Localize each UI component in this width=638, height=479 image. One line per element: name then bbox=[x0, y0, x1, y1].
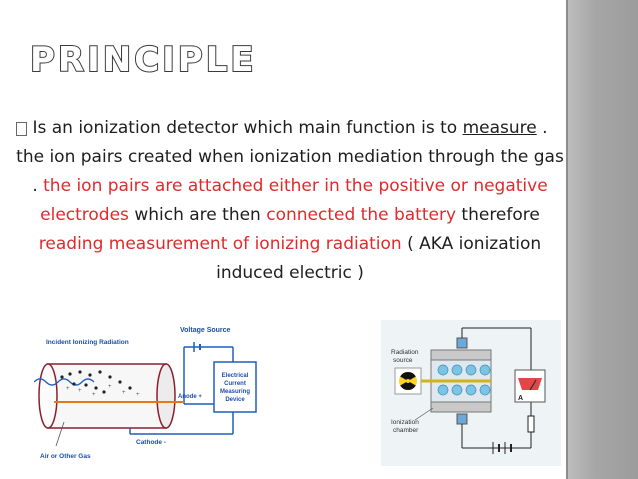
bullet-segment: measure bbox=[462, 118, 537, 138]
bullet-text: Is an ionization detector which main fun… bbox=[16, 118, 564, 283]
device-label-4: Device bbox=[225, 397, 245, 403]
ionization-detector-diagram: Voltage Source Electrical Current Measur… bbox=[34, 327, 257, 460]
svg-text:+: + bbox=[92, 392, 96, 398]
radiation-source-label-2: source bbox=[393, 357, 413, 364]
bullet-segment: . the ion pairs created when ionization … bbox=[16, 118, 564, 196]
anode-label: Anode + bbox=[178, 394, 202, 400]
svg-text:+: + bbox=[122, 390, 126, 396]
bullet-segment: ( AKA ionization induced electric ) bbox=[216, 234, 542, 283]
ionization-chamber-diagram: Radiation source A Ionization chamber bbox=[381, 320, 561, 466]
svg-text:+: + bbox=[136, 392, 140, 398]
bullet-segment: connected the battery bbox=[266, 205, 457, 225]
chamber-label-2: chamber bbox=[393, 427, 419, 434]
bullet-segment: Is an ionization detector which main fun… bbox=[32, 118, 463, 138]
gas-label: Air or Other Gas bbox=[40, 453, 91, 460]
bullet-segment: the ion pairs are attached either in the… bbox=[40, 176, 548, 225]
cathode-label: Cathode - bbox=[136, 439, 166, 446]
voltage-source-label: Voltage Source bbox=[180, 327, 231, 334]
device-label-1: Electrical bbox=[222, 373, 249, 379]
svg-text:+: + bbox=[78, 388, 82, 394]
right-sidebar-bar bbox=[568, 0, 638, 479]
radiation-source-label-1: Radiation bbox=[391, 349, 419, 356]
sidebar-edge-line bbox=[566, 0, 568, 479]
chamber-label-1: Ionization bbox=[391, 419, 419, 426]
svg-text:+: + bbox=[108, 384, 112, 390]
device-label-2: Current bbox=[224, 381, 246, 387]
svg-text:+: + bbox=[66, 386, 70, 392]
device-label-3: Measuring bbox=[220, 389, 250, 395]
bullet-segment: therefore bbox=[456, 205, 540, 225]
radiation-icon bbox=[394, 367, 422, 395]
meter-a-label: A bbox=[518, 395, 523, 402]
bullet-segment: which are then bbox=[128, 205, 267, 225]
bullet-paragraph: Is an ionization detector which main fun… bbox=[16, 114, 564, 288]
bullet-box-icon bbox=[16, 122, 27, 136]
bullet-segment: reading measurement of ionizing radiatio… bbox=[38, 234, 402, 254]
slide-title: PRINCIPLE bbox=[29, 39, 257, 81]
incident-radiation-label: Incident Ionizing Radiation bbox=[46, 339, 129, 346]
